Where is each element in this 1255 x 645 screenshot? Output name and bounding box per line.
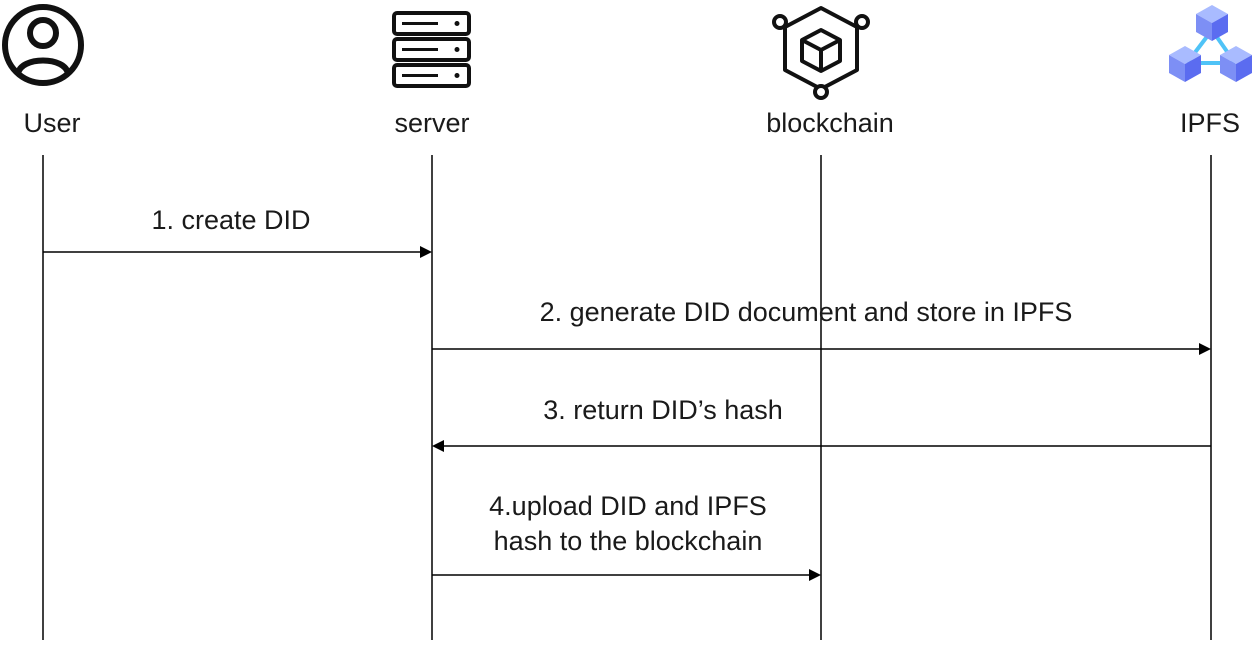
- message-1-arrow: [43, 246, 432, 258]
- message-4-label-line-1: 4.upload DID and IPFS: [489, 491, 767, 521]
- actor-label-ipfs: IPFS: [1180, 108, 1240, 138]
- ipfs-cubes-icon: [1169, 5, 1252, 82]
- message-2-arrow: [432, 343, 1211, 355]
- user-icon: [2, 4, 84, 86]
- message-3-arrow: [432, 440, 1211, 452]
- actor-label-server: server: [394, 108, 469, 138]
- message-3-label: 3. return DID’s hash: [543, 395, 783, 425]
- message-2-label: 2. generate DID document and store in IP…: [540, 297, 1073, 327]
- actor-label-blockchain: blockchain: [766, 108, 894, 138]
- message-1-label: 1. create DID: [151, 205, 310, 235]
- message-4-arrow: [432, 569, 821, 581]
- server-icon: [392, 11, 471, 88]
- blockchain-icon: [772, 6, 870, 100]
- actor-label-user: User: [23, 108, 80, 138]
- message-4-label-line-2: hash to the blockchain: [494, 526, 763, 556]
